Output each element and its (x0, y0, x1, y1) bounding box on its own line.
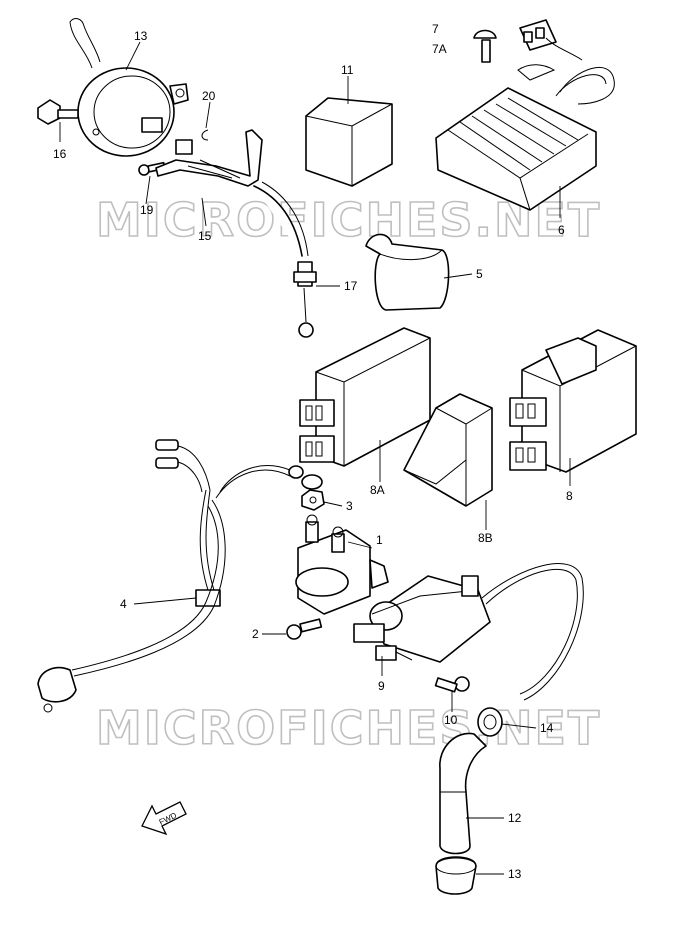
part-10-screw (434, 676, 470, 693)
part-8a-igniter (299, 327, 431, 467)
fwd-arrow-icon: FWD (141, 801, 187, 836)
callout-4: 4 (120, 597, 127, 611)
callout-1: 1 (376, 533, 383, 547)
part-2-screw (286, 618, 323, 640)
spark-plug-cable (485, 568, 578, 695)
watermark-bottom: MICROFICHES.NET (96, 701, 601, 755)
part-12-boot (435, 856, 477, 895)
part-9-ignition-coil (353, 575, 491, 663)
callout-3: 3 (346, 499, 353, 513)
callout-10: 10 (444, 713, 458, 727)
callout-16: 15 (198, 229, 212, 243)
part-4-wire-harness (37, 439, 323, 713)
part-18-sensor-cable (199, 159, 317, 338)
callout-18: 17 (344, 279, 358, 293)
part-14-relay (305, 97, 393, 187)
part-5-cap (365, 233, 450, 311)
callout-5: 5 (476, 267, 483, 281)
part-17-bolt (37, 99, 79, 125)
callout-6: 6 (558, 223, 565, 237)
part-16-bracket (155, 129, 263, 187)
callout-17: 16 (53, 147, 67, 161)
callout-8a: 8A (370, 483, 385, 497)
callout-13: 14 (540, 721, 554, 735)
part-13-seal (477, 707, 503, 737)
part-6-regulator-rectifier (435, 19, 615, 211)
callout-14: 11 (341, 63, 354, 77)
part-15-pickup-coil (69, 18, 189, 157)
callout-7: 7 (432, 22, 439, 36)
part-3-nut (301, 489, 325, 511)
part-8b-cover (403, 393, 493, 507)
callout-19: 19 (140, 203, 154, 217)
part-8-igniter-unit (509, 329, 637, 473)
callout-20: 20 (202, 89, 216, 103)
part-7-screw (473, 29, 497, 63)
callout-9: 9 (378, 679, 385, 693)
part-1-starter-relay (295, 514, 389, 615)
callout-11: 12 (508, 811, 522, 825)
part-11-plug-cap (439, 732, 487, 855)
callout-7a: 7A (432, 42, 447, 56)
callout-8: 8 (566, 489, 573, 503)
leader-lines (59, 41, 571, 875)
callout-labels: 13 11 20 16 19 15 17 7 7A 6 5 1 3 4 2 8A… (53, 22, 573, 881)
callout-15: 13 (134, 29, 148, 43)
part-20-clip (201, 129, 209, 141)
callout-12: 13 (508, 867, 522, 881)
callout-8b: 8B (478, 531, 493, 545)
callout-2: 2 (252, 627, 259, 641)
